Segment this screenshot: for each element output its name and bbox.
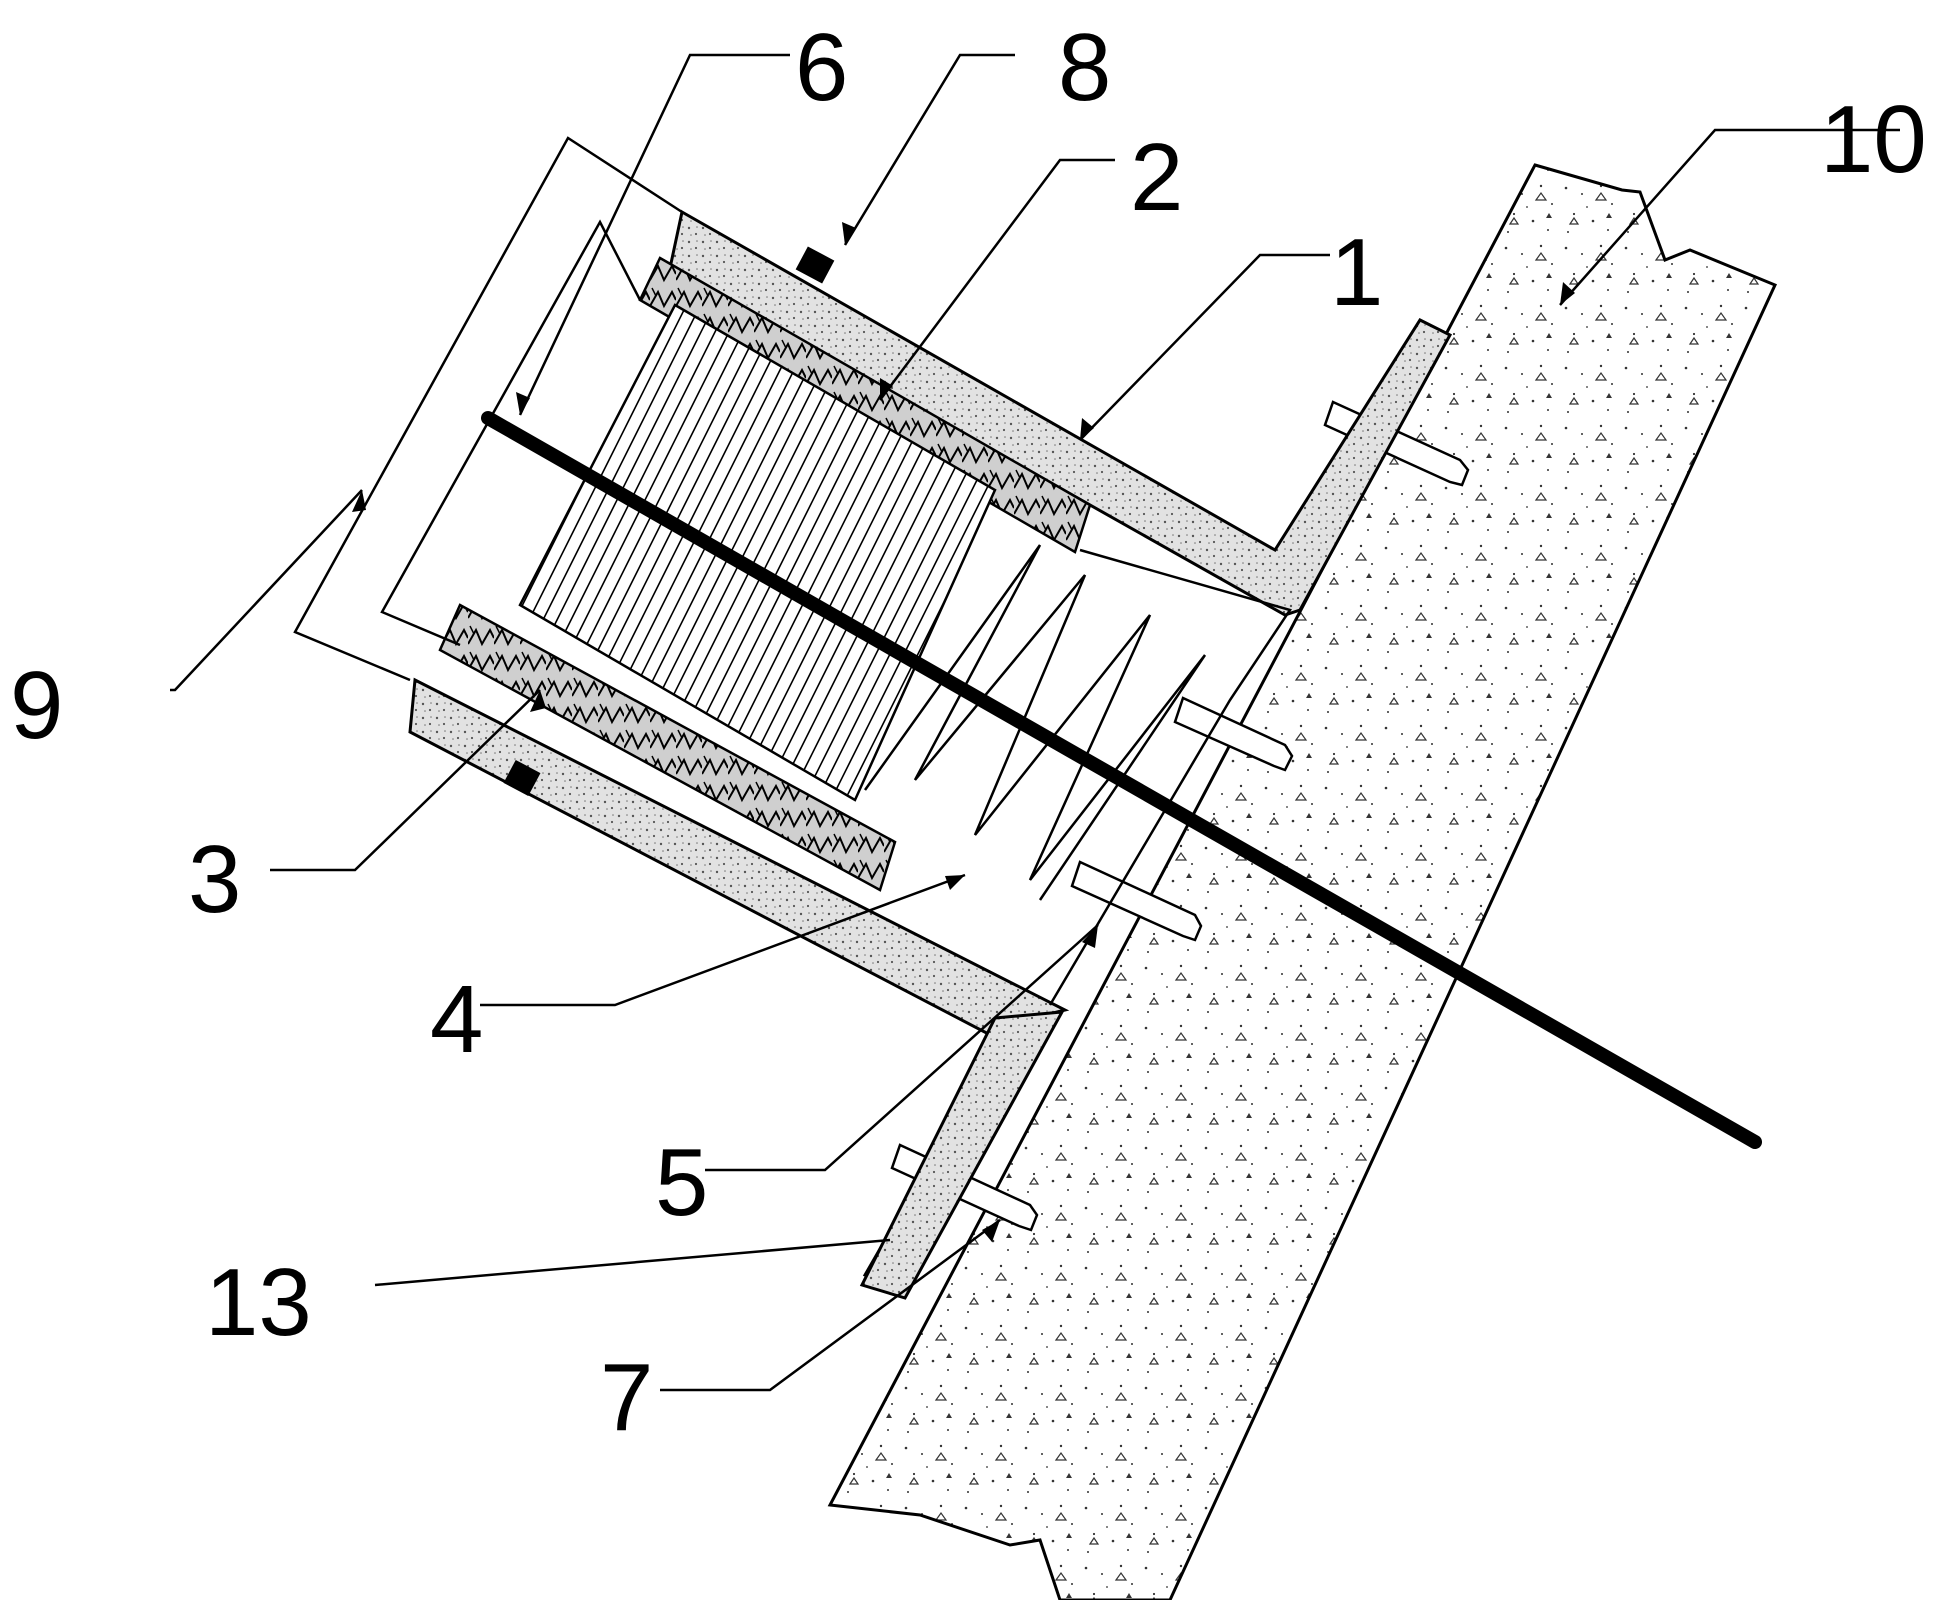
label-13: 13 bbox=[205, 1249, 312, 1356]
arrowhead-8 bbox=[842, 222, 856, 245]
lower-bracket-flange bbox=[859, 1010, 1065, 1300]
label-8: 8 bbox=[1058, 14, 1111, 121]
arrowhead-9 bbox=[352, 490, 366, 512]
seal-block-lower bbox=[503, 759, 541, 797]
arrowhead-7 bbox=[982, 1220, 1000, 1242]
leader-3 bbox=[270, 689, 541, 872]
label-4: 4 bbox=[430, 966, 483, 1073]
leader-13 bbox=[374, 1238, 891, 1287]
arrowheads bbox=[352, 222, 1575, 1242]
leader-6 bbox=[518, 53, 790, 416]
compression-spring bbox=[863, 544, 1207, 901]
arrowhead-5 bbox=[1082, 925, 1098, 948]
hatched-insert-block bbox=[518, 303, 997, 802]
leader-1 bbox=[1079, 253, 1330, 441]
leader-10 bbox=[1559, 128, 1900, 306]
anchor-bolt-lower-mid bbox=[1070, 860, 1203, 942]
arrowhead-6 bbox=[516, 392, 530, 415]
cavity-outline bbox=[1048, 548, 1292, 1006]
arrowhead-2 bbox=[880, 378, 893, 400]
leader-lines bbox=[170, 53, 1900, 1392]
anchor-bolt-middle bbox=[1173, 696, 1294, 772]
label-10: 10 bbox=[1820, 86, 1927, 193]
leader-8 bbox=[843, 53, 1015, 246]
lower-bearing-strip bbox=[438, 603, 897, 892]
arrowhead-1 bbox=[1080, 418, 1094, 440]
leader-2 bbox=[879, 158, 1115, 401]
label-9: 9 bbox=[10, 652, 63, 759]
label-3: 3 bbox=[188, 826, 241, 933]
label-2: 2 bbox=[1130, 124, 1183, 231]
leader-7 bbox=[660, 1218, 1001, 1392]
leader-4 bbox=[480, 873, 966, 1007]
arrowhead-4 bbox=[945, 875, 965, 890]
seal-block-upper bbox=[795, 246, 835, 284]
leader-9 bbox=[170, 489, 363, 692]
label-7: 7 bbox=[600, 1344, 653, 1451]
label-5: 5 bbox=[655, 1129, 708, 1236]
outer-frame-line bbox=[293, 136, 683, 682]
arrowhead-3 bbox=[530, 690, 546, 712]
label-1: 1 bbox=[1330, 219, 1383, 326]
label-6: 6 bbox=[795, 14, 848, 121]
tendon-cable bbox=[481, 411, 1762, 1149]
leader-5 bbox=[705, 924, 1099, 1172]
arrowhead-10 bbox=[1560, 282, 1575, 305]
